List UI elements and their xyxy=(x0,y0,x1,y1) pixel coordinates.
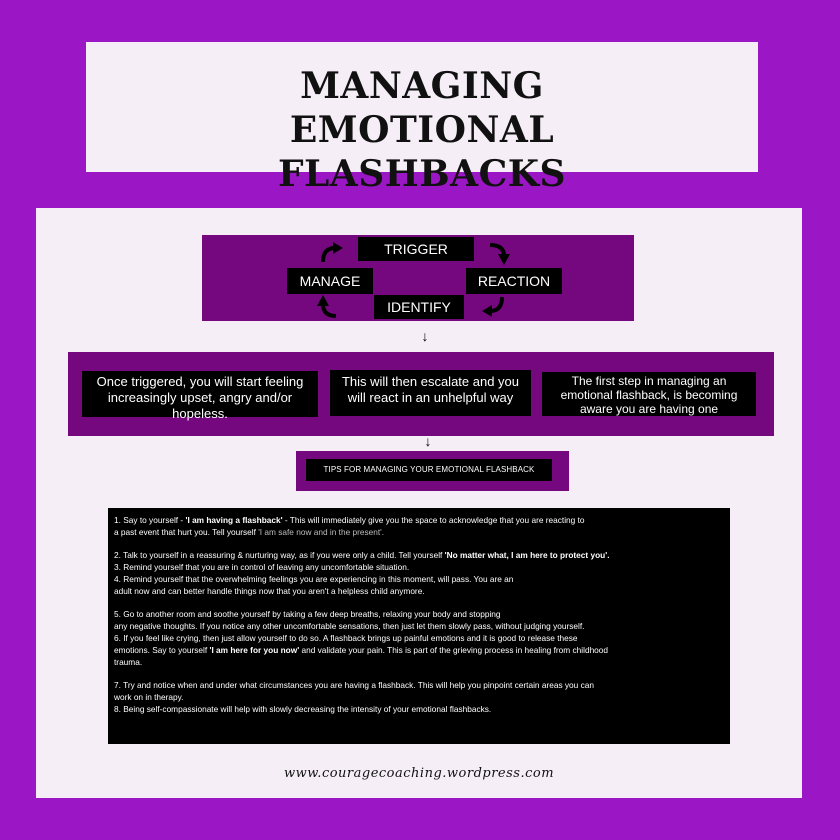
curved-arrow-icon xyxy=(486,240,512,266)
tip-1-cont: a past event that hurt you. Tell yoursel… xyxy=(114,526,385,537)
tip-8: 8. Being self-compassionate will help wi… xyxy=(114,703,492,714)
tip-6-cont: emotions. Say to yourself 'I am here for… xyxy=(114,644,609,655)
trigger-label: TRIGGER xyxy=(358,237,474,261)
step-card-aware: The first step in managing an emotional … xyxy=(542,372,756,416)
step-card-escalate: This will then escalate and you will rea… xyxy=(330,370,531,416)
tip-3: 3. Remind yourself that you are in contr… xyxy=(114,562,410,573)
title-banner: MANAGING EMOTIONAL FLASHBACKS xyxy=(86,42,758,195)
curved-arrow-icon xyxy=(318,240,344,266)
tip-4: 4. Remind yourself that the overwhelming… xyxy=(114,573,514,584)
tips-heading: TIPS FOR MANAGING YOUR EMOTIONAL FLASHBA… xyxy=(306,459,552,481)
page-title: MANAGING EMOTIONAL FLASHBACKS xyxy=(277,65,567,195)
down-arrow-icon: ↓ xyxy=(421,328,429,344)
curved-arrow-icon xyxy=(480,293,506,319)
curved-arrow-icon xyxy=(316,294,342,320)
tip-7: 7. Try and notice when and under what ci… xyxy=(114,680,594,691)
manage-label: MANAGE xyxy=(287,268,373,294)
step-card-triggered: Once triggered, you will start feeling i… xyxy=(82,371,318,421)
tip-5-cont: any negative thoughts. If you notice any… xyxy=(114,621,585,632)
tip-2: 2. Talk to yourself in a reassuring & nu… xyxy=(114,550,610,561)
identify-label: IDENTIFY xyxy=(374,295,464,319)
website-link[interactable]: www.couragecoaching.wordpress.com xyxy=(283,766,555,781)
tip-4-cont: adult now and can better handle things n… xyxy=(114,585,425,596)
tip-6-end: trauma. xyxy=(114,656,143,667)
tips-heading-box: TIPS FOR MANAGING YOUR EMOTIONAL FLASHBA… xyxy=(296,451,569,491)
reaction-label: REACTION xyxy=(466,268,562,294)
tips-list: 1. Say to yourself - 'I am having a flas… xyxy=(108,508,730,744)
tip-7-cont: work on in therapy. xyxy=(114,691,184,702)
down-arrow-icon: ↓ xyxy=(424,433,432,449)
tip-6: 6. If you feel like crying, then just al… xyxy=(114,632,578,643)
tip-5: 5. Go to another room and soothe yoursel… xyxy=(114,609,501,620)
tip-1: 1. Say to yourself - 'I am having a flas… xyxy=(114,515,585,525)
